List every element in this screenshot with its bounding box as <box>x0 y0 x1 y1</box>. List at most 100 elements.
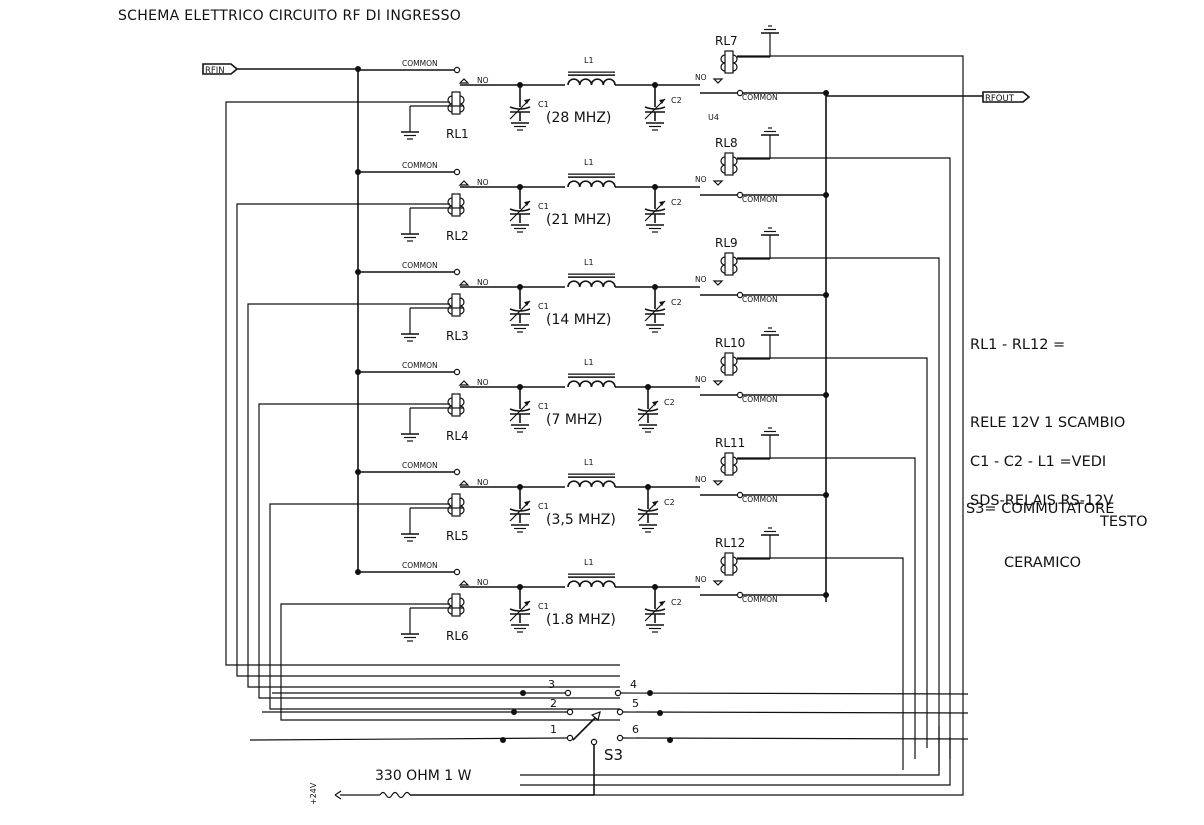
variable-capacitor-icon <box>509 287 531 333</box>
relay-coil-icon <box>447 293 465 317</box>
relay-winding <box>447 95 453 113</box>
c1-label: C1 <box>538 202 549 211</box>
input-relay-label: RL1 <box>446 127 469 141</box>
switch-wire-6 <box>622 737 969 740</box>
contact-pin <box>736 191 744 199</box>
switch-position-6: 6 <box>632 723 639 736</box>
ground-icon <box>646 324 664 333</box>
contact-pin <box>736 291 744 299</box>
relay-winding <box>459 197 465 215</box>
junction-dot <box>511 709 517 715</box>
ground-icon <box>401 333 419 342</box>
cap-arrowhead <box>524 99 530 104</box>
rf-output-label: RFOUT <box>985 94 1015 104</box>
relay-body <box>724 252 734 276</box>
inductor-coil <box>567 580 616 588</box>
relay-coil-icon <box>720 352 738 376</box>
c1-label: C1 <box>538 602 549 611</box>
relay-winding <box>732 356 738 374</box>
relay-winding <box>720 156 726 174</box>
inductor-coil <box>567 480 616 488</box>
resistor-icon <box>379 791 411 799</box>
junction-dot <box>823 192 829 198</box>
relay-winding <box>459 95 465 113</box>
contact-pin <box>566 708 574 716</box>
cap-arrowhead <box>524 501 530 506</box>
inductor-coil <box>567 280 616 288</box>
port-shape <box>202 63 239 75</box>
relay-winding <box>720 256 726 274</box>
relay-coil-icon <box>720 152 738 176</box>
output-relay-label: RL7 <box>715 34 738 48</box>
schematic-title: SCHEMA ELETTRICO CIRCUITO RF DI INGRESSO <box>118 8 462 24</box>
no-contact-icon <box>712 480 724 486</box>
relay-body <box>724 50 734 74</box>
switch-position-1: 1 <box>550 723 557 736</box>
inductor-coil <box>567 380 616 388</box>
input-relay-RL1: RL1 <box>401 91 469 141</box>
relay-winding <box>447 197 453 215</box>
relay-control-wire-RL9 <box>737 257 940 770</box>
contact-pin <box>736 391 744 399</box>
no-label: NO <box>695 475 707 484</box>
relay-coil-icon <box>447 193 465 217</box>
switch-position-5: 5 <box>632 697 639 710</box>
contact-pin <box>453 66 461 74</box>
junction-dot <box>823 392 829 398</box>
contact-pin <box>736 491 744 499</box>
variable-capacitor-icon <box>644 85 666 131</box>
l1-label: L1 <box>584 458 594 467</box>
relay-winding <box>732 156 738 174</box>
cap-arrowhead <box>652 401 658 406</box>
contact-pin <box>616 708 624 716</box>
no-label: NO <box>695 375 707 384</box>
no-label: NO <box>695 73 707 82</box>
ground-icon <box>401 533 419 542</box>
control-return-wire <box>520 726 940 776</box>
inductor-icon <box>567 473 616 488</box>
c1-label: C1 <box>538 502 549 511</box>
junction-dot <box>823 90 829 96</box>
relay-control-wire-RL3 <box>247 303 620 688</box>
ground-icon <box>511 524 529 533</box>
rf-input-port: RFIN <box>202 63 239 76</box>
no-label: NO <box>477 478 489 487</box>
relay-control-wire-RL6 <box>280 603 620 721</box>
variable-capacitor-icon <box>509 187 531 233</box>
output-relay-RL7: RL7 <box>715 25 779 74</box>
switch-position-2: 2 <box>550 697 557 710</box>
common-label: COMMON <box>402 461 438 470</box>
ground-icon <box>511 624 529 633</box>
port-shape <box>982 91 1031 103</box>
relay-winding <box>732 54 738 72</box>
no-label: NO <box>695 575 707 584</box>
inductor-icon <box>567 573 616 588</box>
c2-label: C2 <box>671 298 682 307</box>
contact-pin <box>453 168 461 176</box>
u4-label: U4 <box>708 113 719 122</box>
relay-body <box>724 152 734 176</box>
relay-note-line2: RELE 12V 1 SCAMBIO <box>970 415 1126 431</box>
common-label: COMMON <box>742 595 778 604</box>
ground-icon <box>646 224 664 233</box>
ground-icon <box>646 122 664 131</box>
variable-capacitor-icon <box>509 587 531 633</box>
common-label: COMMON <box>402 361 438 370</box>
switch-note-line1: S3= COMMUTATORE <box>966 501 1115 517</box>
ground-icon <box>511 122 529 131</box>
relay-coil-icon <box>720 552 738 576</box>
inductor-icon <box>567 173 616 188</box>
cap-arrowhead <box>659 601 665 606</box>
output-relay-label: RL10 <box>715 336 745 350</box>
relay-body <box>724 352 734 376</box>
ground-icon <box>639 524 657 533</box>
no-contact-icon <box>458 580 470 586</box>
input-relay-label: RL5 <box>446 529 469 543</box>
switch-note: S3= COMMUTATORE CERAMICO <box>966 464 1114 590</box>
no-contact-icon <box>712 280 724 286</box>
output-relay-label: RL9 <box>715 236 738 250</box>
contact-pin <box>564 689 572 697</box>
